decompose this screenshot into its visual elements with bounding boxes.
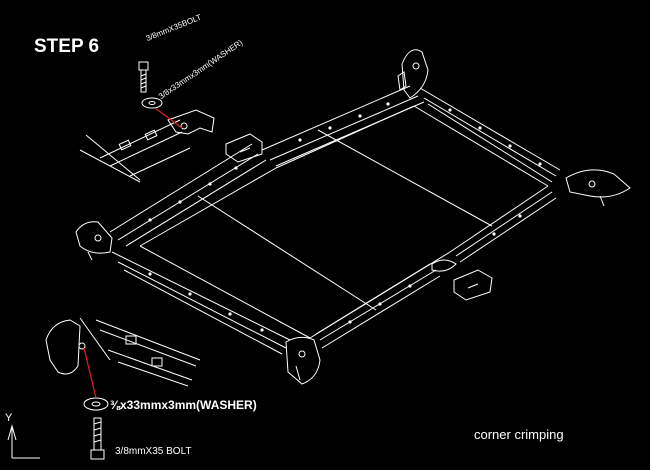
bottom-washer	[83, 397, 109, 411]
frame-right-rail	[419, 87, 561, 183]
inner-panel	[139, 105, 549, 339]
leader-bottom	[83, 347, 97, 399]
corner-bracket-right	[565, 169, 631, 207]
frame-left-back-rail	[109, 143, 267, 247]
corner-bracket-front	[285, 336, 321, 385]
leader-top	[154, 107, 183, 129]
joint-coupler-front	[431, 259, 457, 272]
joint-clip-back	[225, 133, 263, 163]
top-washer	[141, 97, 163, 109]
corner-bracket-left	[75, 221, 113, 261]
axis-indicator	[7, 424, 40, 459]
top-bolt	[138, 61, 149, 93]
step-title: STEP 6	[34, 36, 100, 57]
rail-holes	[148, 102, 542, 332]
caption: corner crimping	[474, 427, 564, 442]
bottom-bolt	[90, 417, 105, 460]
corner-bracket-top	[397, 49, 429, 99]
joint-clip-front	[453, 269, 493, 301]
top-detail-inset	[79, 109, 215, 183]
bottom-bolt-callout: 3/8mmX35 BOLT	[115, 446, 192, 457]
frame-front-left-rail	[111, 251, 291, 355]
bottom-detail-inset	[45, 317, 201, 387]
frame-back-rail	[261, 85, 425, 167]
axis-label: Y	[5, 412, 13, 424]
bottom-washer-callout: ⅜x33mmx3mm(WASHER)	[110, 398, 257, 412]
